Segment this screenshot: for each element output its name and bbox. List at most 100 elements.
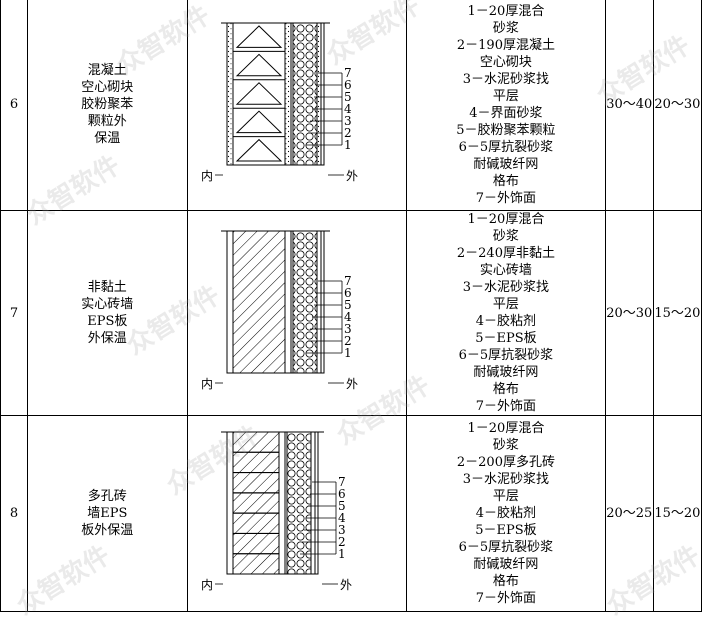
construction-name: 混凝土空心砌块胶粉聚苯颗粒外保温	[27, 0, 188, 211]
layer-description-line: 7－外饰面	[475, 591, 537, 606]
layer-description-line: 空心砌块	[479, 54, 532, 70]
layer-number-label: 6	[344, 78, 352, 92]
layer-number-label: 1	[344, 346, 352, 360]
layer-description-line: 砂浆	[492, 20, 519, 36]
construction-name-line: EPS板	[87, 314, 128, 329]
layer-number-label: 3	[344, 114, 352, 128]
outside-label: 外	[340, 578, 352, 592]
value-cell-1: 20～30	[604, 210, 654, 416]
layer-description-line: 平层	[492, 489, 519, 504]
layer-number-label: 4	[344, 310, 352, 324]
layer-description-line: 3－水泥砂浆找	[462, 472, 550, 487]
layer-description-line: 砂浆	[492, 438, 519, 453]
block-cavity	[235, 53, 283, 76]
wall-section-diagram: 7654321内外	[201, 431, 352, 592]
plaster-layer	[226, 431, 234, 574]
layer-number-label: 1	[338, 547, 346, 561]
layer-description-line: 6－5厚抗裂砂浆	[458, 348, 554, 363]
outside-label: 外	[346, 169, 358, 183]
plaster-layer	[226, 22, 234, 165]
layer-description-line: 1－20厚混合	[467, 212, 545, 227]
layer-description-line: 格布	[492, 382, 519, 397]
layer-number-label: 1	[344, 138, 352, 152]
layer-description-line: 3－水泥砂浆找	[462, 280, 550, 295]
layer-description-line: 2－190厚混凝土	[456, 37, 555, 53]
block-cavity	[235, 81, 283, 105]
layer-description-line: 5－EPS板	[475, 331, 537, 346]
brick-layer	[232, 230, 286, 374]
layer-description-line: 6－5厚抗裂砂浆	[458, 139, 554, 155]
inside-label: 内	[201, 377, 213, 391]
layer-number-label: 3	[344, 322, 352, 336]
value-cell-2: 15～20	[652, 415, 702, 612]
leveling-layer	[284, 22, 292, 165]
construction-name-line: 混凝土	[87, 63, 127, 78]
construction-name-line: 实心砖墙	[81, 297, 134, 312]
layer-description-line: 7－外饰面	[475, 399, 537, 414]
inside-label: 内	[201, 169, 213, 183]
layer-number-label: 4	[338, 511, 346, 525]
layer-number-label: 6	[338, 487, 346, 501]
layer-description-line: 格布	[492, 173, 519, 189]
layer-number-label: 2	[344, 334, 352, 348]
layer-number-label: 3	[338, 523, 346, 537]
insulation-layer	[292, 230, 318, 374]
construction-name-line: 墙EPS	[87, 506, 128, 521]
layer-description-line: 格布	[492, 574, 519, 589]
row-number: 7	[0, 210, 29, 416]
layer-number-label: 5	[344, 298, 352, 312]
layer-number-label: 7	[344, 66, 352, 80]
insulation-layer	[286, 431, 312, 574]
layer-description-line: 2－200厚多孔砖	[456, 455, 555, 470]
layer-number-label: 4	[344, 102, 352, 116]
outside-label: 外	[346, 377, 358, 391]
value-cell-2: 15～20	[652, 210, 702, 416]
layer-number-label: 2	[338, 535, 346, 549]
finish-layer	[320, 22, 325, 165]
leveling-layer	[284, 230, 292, 374]
construction-name-line: 颗粒外	[87, 114, 127, 129]
value-cell-2: 20～30	[652, 0, 702, 211]
layer-description-line: 耐碱玻纤网	[473, 557, 539, 572]
layer-description-line: 4－胶粘剂	[475, 314, 537, 329]
layer-number-label: 5	[338, 499, 346, 513]
inside-label: 内	[201, 578, 213, 592]
construction-name-line: 多孔砖	[87, 489, 127, 504]
construction-name-line: 保温	[94, 131, 121, 146]
crack-mortar-layer	[316, 230, 322, 374]
finish-layer	[314, 431, 319, 574]
block-cavity	[235, 138, 283, 161]
layer-description-line: 3－水泥砂浆找	[462, 71, 550, 87]
layer-description-line: 4－胶粘剂	[475, 506, 537, 521]
layer-description-line: 5－EPS板	[475, 523, 537, 538]
value-cell-1: 20～25	[604, 415, 654, 612]
layer-number-label: 2	[344, 126, 352, 140]
construction-name-line: 外保温	[87, 331, 127, 346]
layer-description-line: 平层	[492, 88, 519, 104]
value-cell-1: 30～40	[604, 0, 654, 211]
layer-number-label: 7	[344, 274, 352, 288]
layer-description-line: 4－界面砂浆	[469, 105, 543, 121]
row-number: 6	[0, 0, 29, 211]
construction-name-line: 空心砌块	[81, 80, 134, 95]
layer-description-line: 1－20厚混合	[467, 3, 545, 19]
layer-description-line: 7－外饰面	[475, 190, 537, 206]
layer-number-label: 5	[344, 90, 352, 104]
insulation-layer	[292, 22, 318, 165]
layer-description-line: 实心砖墙	[479, 263, 532, 278]
layer-number-label: 6	[344, 286, 352, 300]
brick-layer	[232, 431, 280, 574]
